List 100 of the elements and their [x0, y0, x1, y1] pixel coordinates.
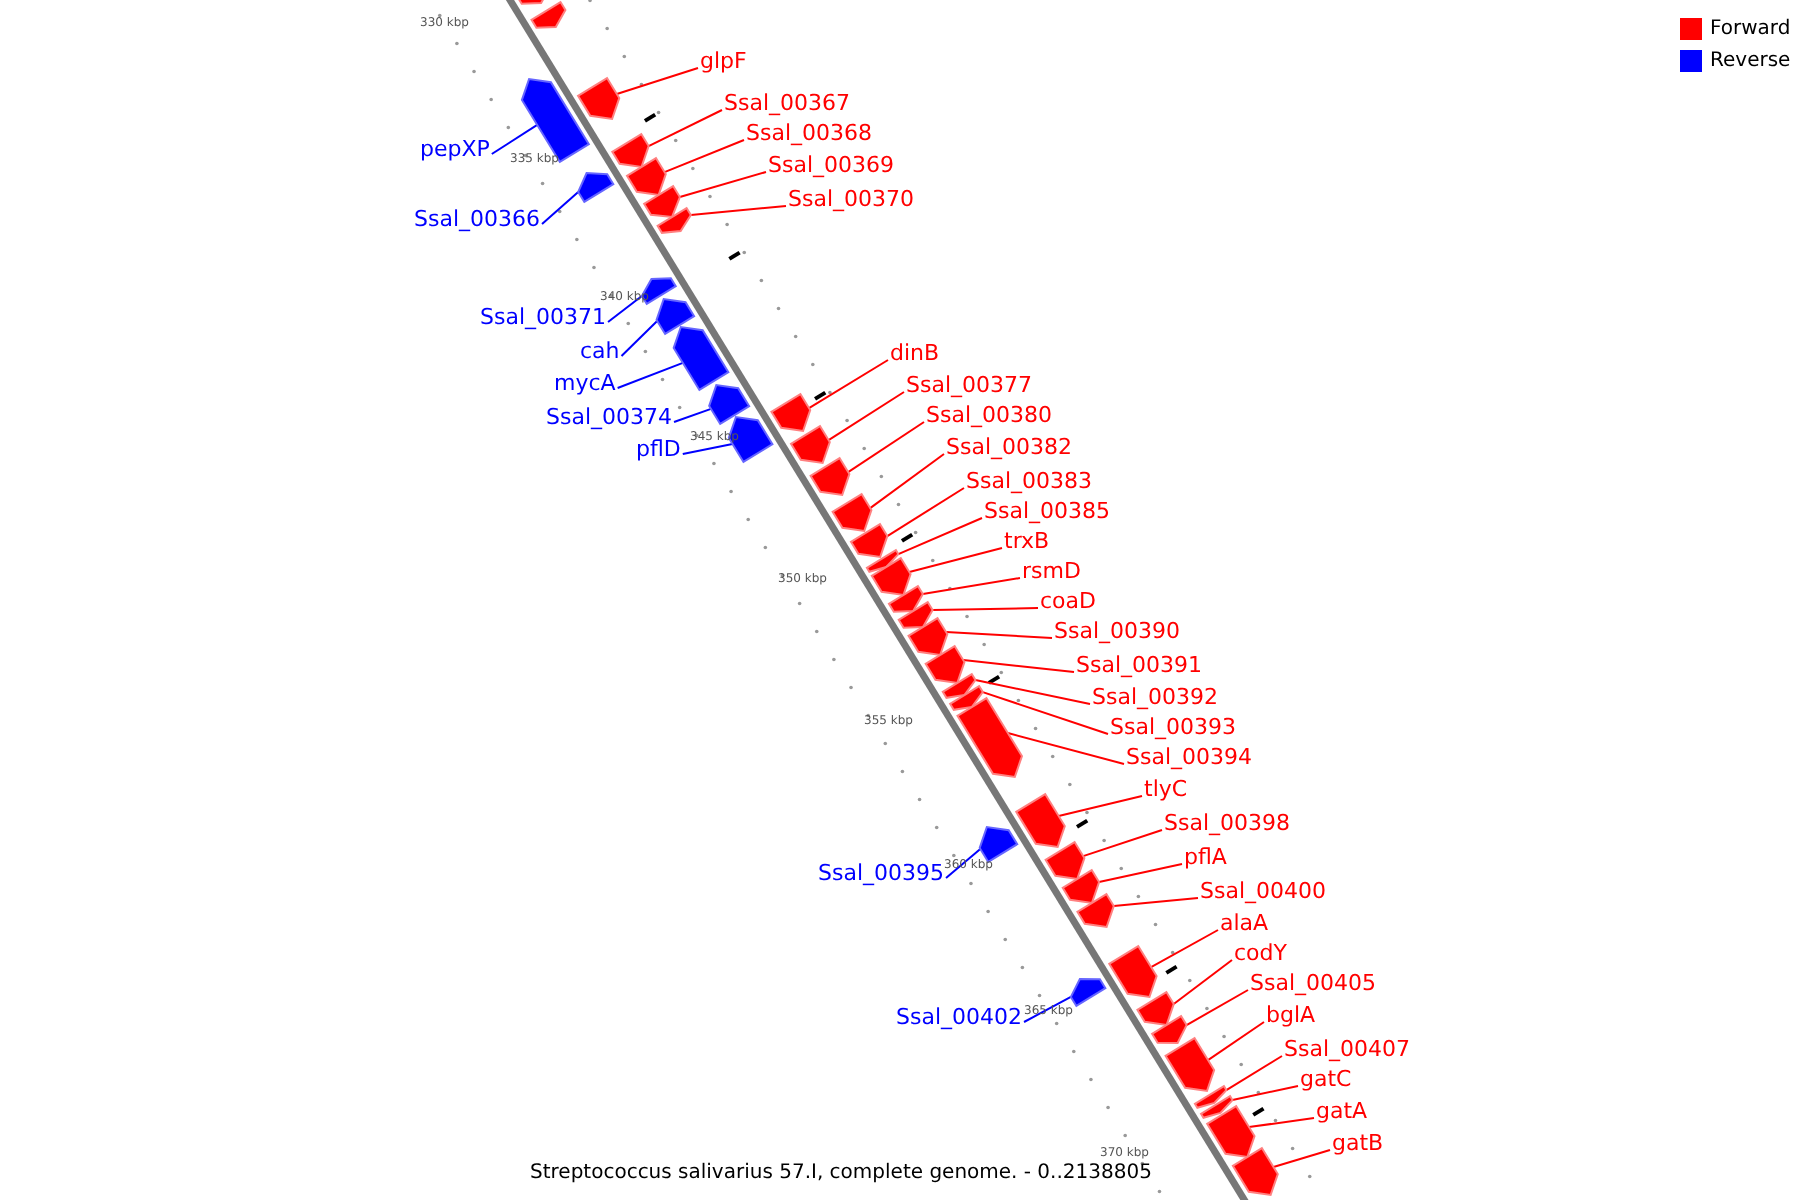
leader-line [847, 421, 925, 474]
leader-line [1185, 989, 1249, 1027]
gene-label: Ssal_00383 [966, 468, 1093, 494]
gene-block [656, 206, 693, 234]
gene-label: Ssal_00380 [926, 402, 1053, 428]
gene-block [1044, 840, 1086, 881]
leader-line [886, 487, 965, 538]
leader-line [1098, 863, 1183, 884]
gene-label: rsmD [1022, 558, 1081, 584]
gene-label: gatB [1332, 1130, 1384, 1156]
gene-block [897, 600, 934, 629]
leader-line [1082, 829, 1163, 858]
gene-block [849, 522, 889, 559]
gene-block [1069, 978, 1107, 1008]
gene-label: Ssal_00385 [984, 498, 1111, 524]
leader-line [931, 607, 1039, 612]
leader-line [981, 691, 1109, 735]
gene-block [642, 184, 681, 219]
legend-label: Reverse [1710, 48, 1791, 74]
leader-line [490, 123, 539, 155]
gene-block [1136, 990, 1175, 1027]
gene-block [1061, 868, 1101, 905]
gene-label: Ssal_00390 [1054, 618, 1181, 644]
leader-line [974, 679, 1091, 705]
gene-block [809, 456, 851, 497]
gene-block [865, 548, 900, 573]
leader-line [897, 517, 983, 556]
leader-line [962, 659, 1075, 673]
gene-label: glpF [700, 48, 747, 74]
gene-block [610, 132, 650, 169]
caption: Streptococcus salivarius 57.I, complete genome. - 0..2138805 [530, 1160, 1152, 1186]
gene-label: Ssal_00394 [1126, 744, 1253, 770]
gene-block [708, 383, 751, 426]
gene-block [948, 684, 984, 711]
gene-block [655, 297, 696, 336]
gene-block [1107, 944, 1158, 999]
gene-label: gatC [1300, 1066, 1352, 1092]
leader-line [689, 205, 787, 217]
gene-block [887, 584, 924, 613]
gene-label: Ssal_00391 [1076, 652, 1203, 678]
gene-label: Ssal_00371 [480, 304, 607, 330]
gene-label: trxB [1004, 528, 1050, 554]
gene-block [789, 424, 831, 465]
leader-line [663, 139, 745, 174]
leader-line [1272, 1149, 1331, 1169]
gene-block [1231, 1146, 1279, 1197]
gene-block [770, 392, 812, 433]
gene-label: Ssal_00377 [906, 372, 1033, 398]
legend-label: Forward [1710, 16, 1791, 42]
leader-line [827, 391, 905, 442]
gene-block [625, 156, 667, 197]
gene-block [831, 492, 873, 533]
leader-line [1225, 1055, 1283, 1092]
gene-label: Ssal_00400 [1200, 878, 1327, 904]
leader-line [1231, 1085, 1299, 1102]
leader-line [908, 547, 1003, 574]
gene-label: Ssal_00368 [746, 120, 873, 146]
leader-line [615, 67, 699, 96]
gene-block [941, 672, 977, 699]
gene-label: pflD [636, 436, 681, 462]
gene-block [907, 616, 949, 657]
gene-label: bglA [1266, 1002, 1316, 1028]
gene-label: Ssal_00407 [1284, 1036, 1411, 1062]
leader-line [1057, 795, 1143, 818]
gene-label: Ssal_00366 [414, 206, 541, 232]
gene-label: Ssal_00395 [818, 860, 945, 886]
gene-label: cah [580, 338, 620, 364]
gene-label: Ssal_00393 [1110, 714, 1237, 740]
gene-label: Ssal_00382 [946, 434, 1073, 460]
gene-label: Ssal_00398 [1164, 810, 1291, 836]
leader-line [1112, 897, 1199, 908]
gene-label: pepXP [420, 136, 490, 162]
leader-line [620, 319, 659, 357]
leader-line [647, 109, 723, 148]
gene-label: mycA [554, 370, 616, 396]
gene-label: pflA [1184, 844, 1227, 870]
leader-line [616, 361, 684, 389]
leader-line [673, 407, 712, 423]
gene-label: alaA [1220, 910, 1269, 936]
leader-line [1023, 995, 1072, 1023]
gene-label: dinB [890, 340, 940, 366]
leader-line [681, 442, 734, 455]
gene-label: Ssal_00405 [1250, 970, 1377, 996]
leader-line [1150, 929, 1219, 969]
gene-block [1164, 1036, 1216, 1093]
leader-line [921, 577, 1021, 596]
gene-label: codY [1234, 940, 1287, 966]
leader-line [678, 171, 767, 199]
gene-block [870, 556, 912, 597]
gene-block [1150, 1014, 1188, 1044]
gene-block [924, 644, 966, 685]
leader-line [1172, 959, 1233, 1006]
gene-label: Ssal_00374 [546, 404, 673, 430]
gene-label: Ssal_00392 [1092, 684, 1219, 710]
leader-line [1248, 1117, 1315, 1129]
gene-block [577, 172, 615, 204]
gene-block [576, 76, 621, 121]
leader-line [1207, 1021, 1265, 1062]
gene-label: Ssal_00402 [896, 1004, 1023, 1030]
gene-label: coaD [1040, 588, 1096, 614]
